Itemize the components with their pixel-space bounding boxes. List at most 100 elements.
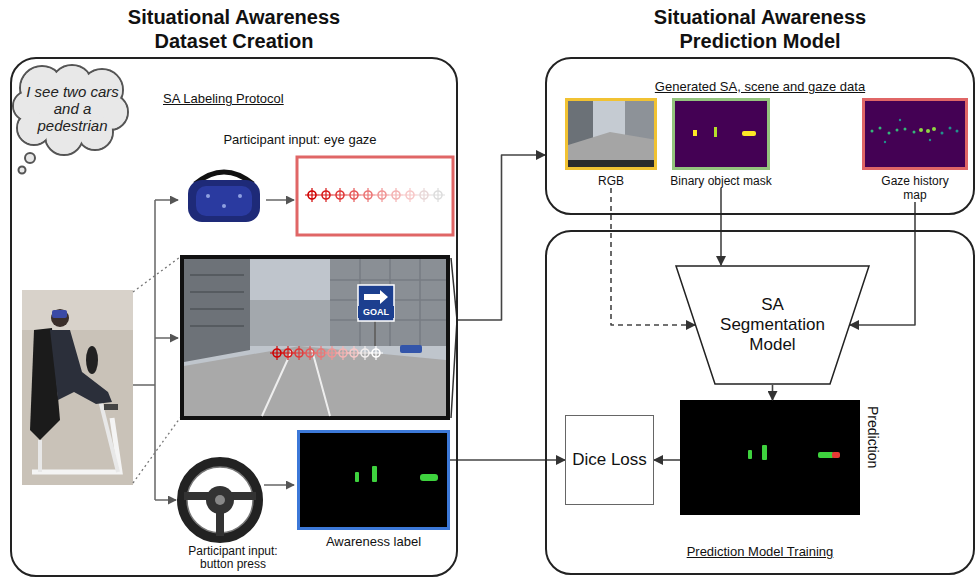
scene-image [262, 350, 330, 416]
dotted-leader [133, 418, 180, 483]
simulator-photo [50, 330, 112, 404]
gaze-map-image [949, 127, 952, 130]
scene-image [184, 259, 446, 416]
scene-image [180, 255, 457, 420]
panel-heading: Prediction Model Training [547, 544, 973, 559]
image-caption: RGB [598, 174, 624, 188]
mask-image [672, 98, 770, 170]
gaze-map-image [926, 129, 930, 133]
arrow-connector [772, 385, 774, 400]
gaze-map-image [904, 128, 907, 131]
awareness-image [420, 474, 438, 481]
steering-wheel-icon [182, 462, 258, 538]
prediction-image [832, 452, 840, 458]
gaze-map-image [884, 119, 959, 143]
gaze-map-image [879, 127, 882, 130]
steering-wheel-icon [206, 486, 234, 514]
panel: Prediction Model Training SA Segmentation… [545, 230, 975, 575]
headset-icon [196, 186, 252, 216]
simulator-photo [104, 404, 118, 410]
gaze-map-image [884, 141, 886, 143]
gaze-map-image [862, 98, 968, 170]
image-box: RGB [565, 98, 657, 188]
gaze-trace [361, 188, 375, 202]
image-caption: Gaze history map [875, 174, 955, 202]
simulator-photo [86, 346, 98, 374]
arrow-connector [458, 155, 545, 320]
scene-image [364, 290, 388, 304]
headset-icon [188, 180, 260, 222]
panel: Situational Awareness Prediction ModelGe… [545, 57, 975, 215]
thought-bubble-shape [13, 65, 128, 174]
gaze-map-image [899, 119, 901, 121]
steering-wheel-icon [184, 496, 256, 536]
image-frame [862, 98, 968, 170]
prediction-image [748, 450, 752, 459]
image-caption: Binary object mask [670, 174, 771, 188]
scene-image [369, 346, 383, 360]
gaze-map-image [871, 130, 874, 133]
image-box: Awareness label [297, 430, 450, 549]
gaze-map-image [956, 130, 959, 133]
steering-wheel-icon [215, 495, 225, 505]
headset-icon [188, 172, 260, 222]
dotted-leader [133, 257, 180, 292]
input-label: Participant input: button press [172, 545, 294, 571]
scene-image [190, 275, 244, 326]
section-heading: Situational Awareness Prediction Model [640, 5, 880, 53]
scene-image [330, 259, 446, 346]
gaze-map-image [913, 131, 916, 134]
gaze-trace [431, 188, 445, 202]
scene-image [250, 300, 330, 346]
awareness-image [297, 430, 450, 530]
trapezoid-outline [676, 266, 869, 384]
section-heading: Situational Awareness Dataset Creation [114, 5, 354, 53]
gaze-map-image [919, 128, 923, 132]
prediction-image-box: Prediction [680, 400, 860, 515]
thought-text: I see two cars and a pedestrian [25, 83, 121, 134]
thought-bubble-shape [14, 66, 127, 154]
scene-image [400, 345, 422, 353]
scene-image [184, 346, 446, 416]
rgb-image [565, 98, 657, 170]
gaze-map-image [932, 127, 936, 131]
gaze-map-image [929, 139, 931, 141]
connector-lines [264, 484, 294, 486]
prediction-image [762, 445, 767, 460]
thought-bubble-shape [19, 167, 26, 174]
simulator-photo [22, 290, 133, 330]
gaze-trace [375, 188, 389, 202]
simulator-photo [52, 310, 67, 318]
connector-lines [266, 199, 294, 201]
image-box: Gaze history map [862, 98, 968, 202]
connector-lines [155, 337, 178, 339]
headset-icon [238, 194, 242, 198]
image-box: Binary object mask [672, 98, 770, 188]
gaze-map-image [862, 98, 968, 170]
connector-lines [155, 199, 178, 201]
rotated-label: Prediction [864, 406, 882, 468]
gaze-trace [297, 157, 453, 235]
arrow-connector [850, 202, 915, 325]
headset-icon [206, 194, 210, 198]
connector-lines [133, 200, 155, 500]
gaze-trace [297, 157, 453, 235]
prediction-image [818, 452, 834, 458]
steering-wheel-icon [182, 462, 258, 538]
connector-lines [155, 499, 176, 501]
prediction-image [680, 400, 860, 515]
model-trapezoid: SA Segmentation Model [675, 265, 870, 385]
simulator-photo [22, 290, 133, 485]
awareness-image [355, 472, 359, 482]
awareness-image [372, 466, 377, 482]
scene-image [184, 259, 250, 362]
gaze-map-image [896, 129, 899, 132]
rgb-image [565, 132, 657, 170]
gaze-trace [305, 188, 319, 202]
loss-box: Dice Loss [565, 415, 654, 505]
awareness-image [297, 430, 450, 530]
sign-text: GOAL [358, 306, 394, 318]
image-frame [297, 430, 450, 530]
input-label: Participant input: eye gaze [210, 132, 390, 147]
